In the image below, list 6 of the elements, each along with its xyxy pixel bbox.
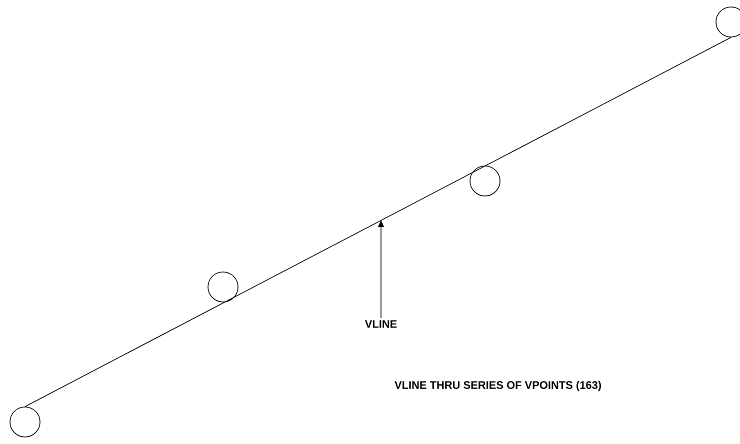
vline-label: VLINE xyxy=(364,320,397,328)
caption: VLINE THRU SERIES OF VPOINTS (163) xyxy=(394,380,601,392)
point-circle xyxy=(208,272,238,302)
point-circle xyxy=(470,166,500,196)
straight-line xyxy=(24,36,732,407)
point-circle xyxy=(10,406,40,438)
